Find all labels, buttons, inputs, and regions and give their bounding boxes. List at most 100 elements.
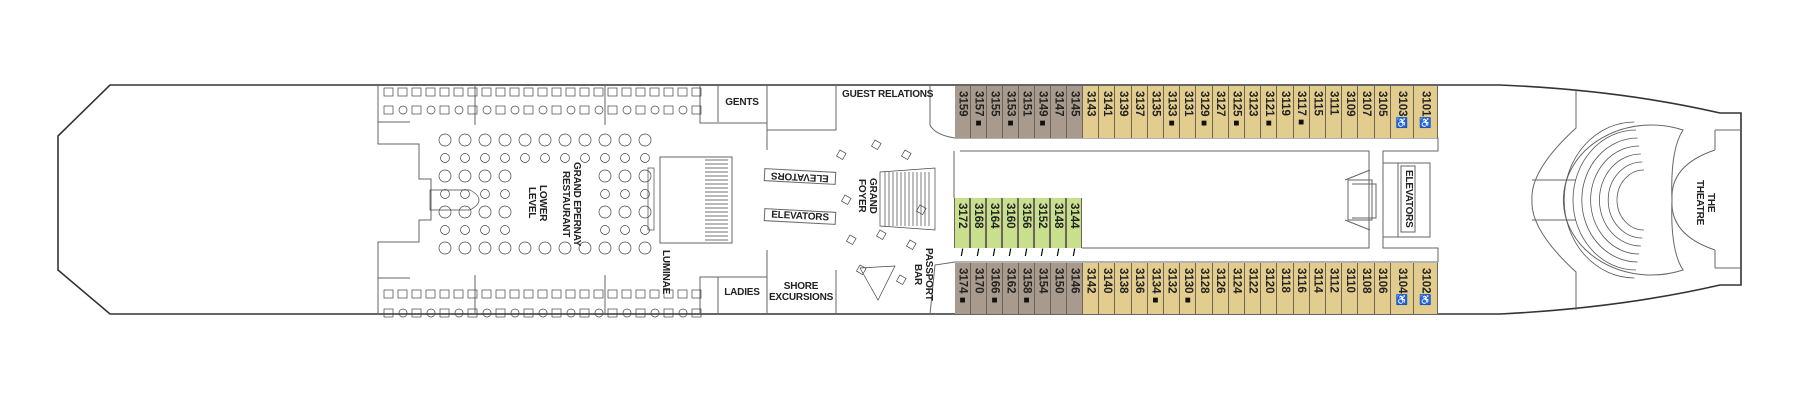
cabin-3149[interactable]: 3149■ [1035,86,1051,138]
cabin-3116[interactable]: 3116 [1293,263,1310,314]
cabin-number: 3170 [972,268,985,294]
table-icon [621,289,632,299]
cabin-3131[interactable]: 3131 [1180,86,1197,138]
cabin-3148[interactable]: 3148/ [1050,198,1066,259]
cabin-3132[interactable]: 3132 [1164,263,1181,314]
cabin-3156[interactable]: 3156/ [1018,198,1034,259]
label-luminae: LUMINAE [660,250,671,295]
table-icon [622,308,632,318]
cabin-number: 3136 [1133,268,1146,294]
cabin-3112[interactable]: 3112 [1326,263,1343,314]
elevator-box [1383,162,1431,238]
cabin-3114[interactable]: 3114 [1309,263,1326,314]
cabin-3130[interactable]: 3130■ [1180,263,1197,314]
round-table-icon [438,133,452,147]
cabin-3109[interactable]: 3109 [1342,86,1359,138]
cabin-3119[interactable]: 3119 [1277,86,1294,138]
cabin-3166[interactable]: 3166■ [987,263,1003,314]
square-marker-icon: ■ [1152,294,1159,306]
cabin-3141[interactable]: 3141 [1099,86,1116,138]
cabin-3151[interactable]: 3151 [1019,86,1035,138]
cabin-3133[interactable]: 3133■ [1164,86,1181,138]
cabin-3154[interactable]: 3154 [1035,263,1051,314]
cabin-3140[interactable]: 3140 [1099,263,1116,314]
cabin-3104[interactable]: 3104♿ [1390,263,1415,314]
cabin-3159[interactable]: 3159 [955,86,971,138]
cabin-3145[interactable]: 3145 [1067,86,1083,138]
cabin-3135[interactable]: 3135 [1147,86,1164,138]
cabin-3120[interactable]: 3120 [1261,263,1278,314]
cabin-3138[interactable]: 3138 [1115,263,1132,314]
cabin-3125[interactable]: 3125■ [1228,86,1245,138]
cabin-number: 3121 [1262,91,1275,117]
cabin-3124[interactable]: 3124 [1228,263,1245,314]
cabin-3164[interactable]: 3164/ [986,198,1002,259]
cabin-3174[interactable]: 3174■ [955,263,971,314]
cabin-3102[interactable]: 3102♿ [1414,263,1438,314]
cabin-3168[interactable]: 3168/ [970,198,986,259]
round-table-icon [500,225,510,235]
cabin-3153[interactable]: 3153■ [1003,86,1019,138]
cabin-3157[interactable]: 3157■ [971,86,987,138]
cabin-3122[interactable]: 3122 [1245,263,1262,314]
cabin-3152[interactable]: 3152/ [1034,198,1050,259]
cabin-3121[interactable]: 3121■ [1261,86,1278,138]
cabin-3107[interactable]: 3107 [1358,86,1375,138]
cabin-3103[interactable]: 3103♿ [1390,86,1415,138]
cabin-3127[interactable]: 3127 [1212,86,1229,138]
cabin-number: 3127 [1214,91,1227,117]
cabin-3108[interactable]: 3108 [1358,263,1375,314]
round-table-icon [460,189,470,199]
cabin-3150[interactable]: 3150 [1051,263,1067,314]
cabin-3143[interactable]: 3143 [1083,86,1100,138]
elevators-fwd[interactable]: ELEVATORS [1403,170,1414,228]
cabin-3170[interactable]: 3170 [971,263,987,314]
round-table-icon [620,153,630,163]
cabin-3155[interactable]: 3155 [987,86,1003,138]
cabin-3142[interactable]: 3142 [1083,263,1100,314]
cabin-3115[interactable]: 3115 [1309,86,1326,138]
table-icon [551,289,562,299]
cabin-number: 3125 [1230,91,1243,117]
cabin-3123[interactable]: 3123 [1245,86,1262,138]
cabin-3117[interactable]: 3117■ [1293,86,1310,138]
cabin-3101[interactable]: 3101♿ [1414,86,1438,138]
round-table-icon [480,225,490,235]
cabin-3144[interactable]: 3144/ [1066,198,1082,259]
cabin-3105[interactable]: 3105 [1374,86,1391,138]
cabin-number: 3135 [1149,91,1162,117]
cabin-3118[interactable]: 3118 [1277,263,1294,314]
round-table-icon [458,169,472,183]
table-icon [650,308,660,318]
cabin-number: 3130 [1181,268,1194,294]
theatre-stage [1671,149,1716,251]
cabin-3134[interactable]: 3134■ [1147,263,1164,314]
cabin-3162[interactable]: 3162 [1003,263,1019,314]
cabin-3137[interactable]: 3137 [1131,86,1148,138]
cabin-3146[interactable]: 3146 [1067,263,1083,314]
cabin-3160[interactable]: 3160/ [1002,198,1018,259]
cabin-3158[interactable]: 3158■ [1019,263,1035,314]
cabin-3110[interactable]: 3110 [1342,263,1359,314]
table-icon [579,308,590,318]
cabin-number: 3126 [1214,268,1227,294]
table-icon [565,289,576,299]
label-theatre: THEATRE [1694,180,1705,226]
cabin-3106[interactable]: 3106 [1374,263,1391,314]
cabin-3129[interactable]: 3129■ [1196,86,1213,138]
cabin-number: 3150 [1052,268,1065,294]
cabin-number: 3138 [1116,268,1129,294]
cabin-3172[interactable]: 3172/ [954,198,970,259]
cabin-number: 3110 [1343,268,1356,293]
cabin-3136[interactable]: 3136 [1131,263,1148,314]
cabin-3139[interactable]: 3139 [1115,86,1132,138]
cabin-3126[interactable]: 3126 [1212,263,1229,314]
cabin-3147[interactable]: 3147 [1051,86,1067,138]
table-icon [663,105,674,115]
elevator-label-box [1400,165,1416,233]
cabin-3128[interactable]: 3128 [1196,263,1213,314]
cabin-3111[interactable]: 3111 [1326,86,1343,138]
cabin-number: 3142 [1084,268,1097,294]
cabin-number: 3119 [1278,91,1291,116]
